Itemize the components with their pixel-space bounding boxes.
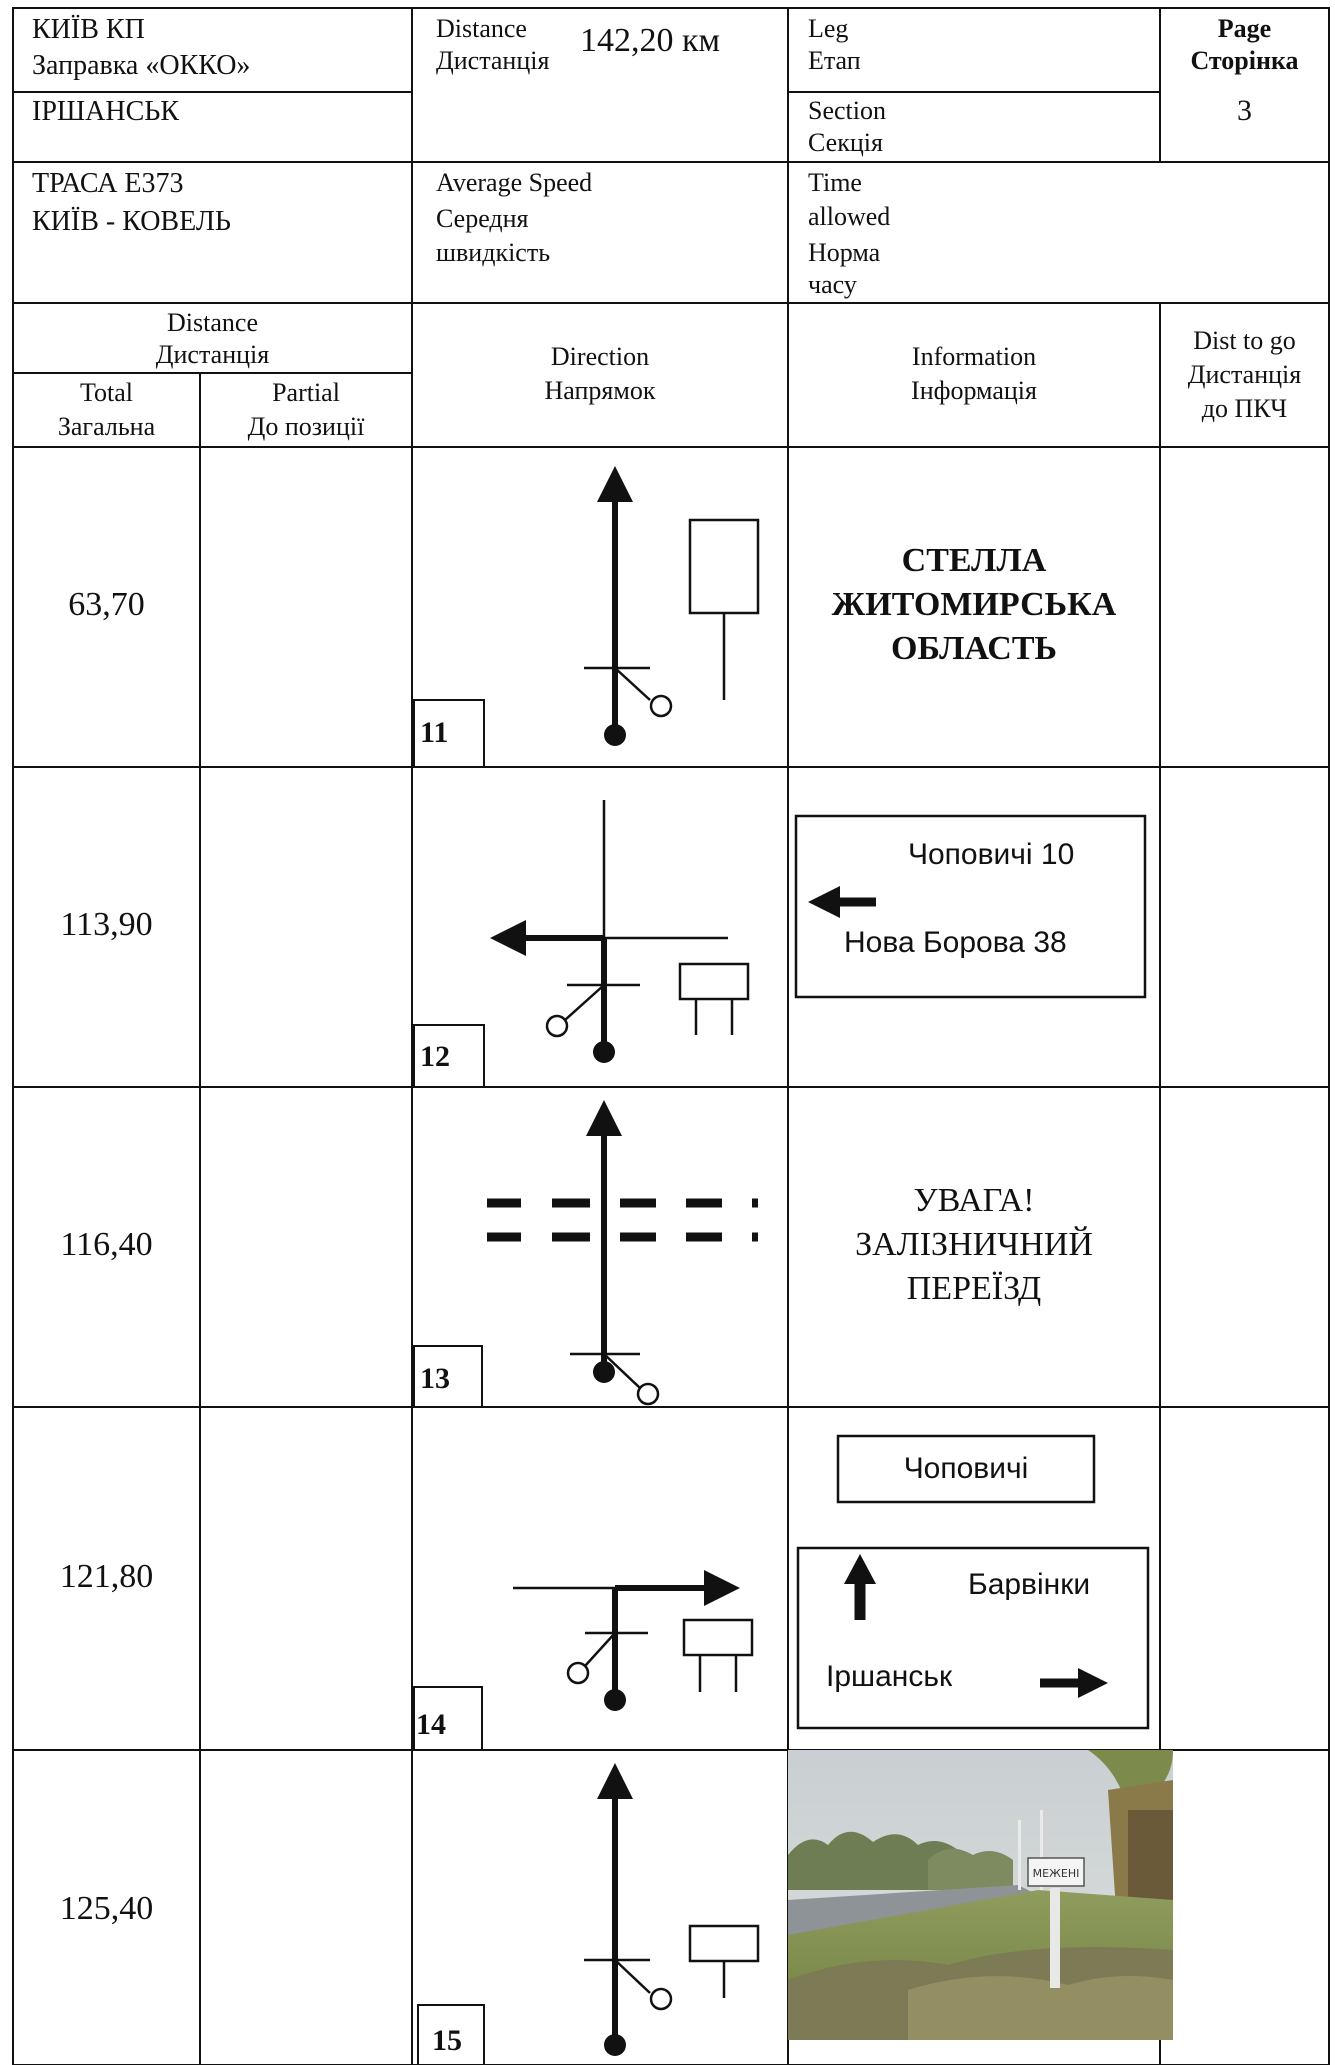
info-line: ПЕРЕЇЗД bbox=[906, 1270, 1042, 1307]
town-sign-text: МЕЖЕНІ bbox=[1033, 1867, 1080, 1880]
col-information-en: Information bbox=[911, 342, 1037, 371]
page-frame bbox=[12, 7, 1330, 2065]
row-total-distance: 121,80 bbox=[59, 1558, 154, 1595]
col-distance-ua: Дистанція bbox=[155, 340, 270, 369]
road-sign-icon bbox=[688, 1924, 760, 1963]
distance-label-ua: Дистанція bbox=[436, 46, 550, 75]
col-information-ua: Інформація bbox=[911, 376, 1037, 405]
section-label-ua: Секція bbox=[808, 128, 883, 157]
row-number: 14 bbox=[416, 1708, 446, 1741]
avg-speed-label-ua2: швидкість bbox=[436, 238, 551, 267]
arrow-left-icon bbox=[808, 886, 876, 918]
sign-destination: Іршанськ bbox=[826, 1660, 953, 1693]
tulip-diagram-12 bbox=[490, 800, 750, 1063]
page-label-en: Page bbox=[1217, 14, 1272, 43]
sign-destination: Нова Борова 38 bbox=[844, 926, 1067, 959]
row-total-distance: 113,90 bbox=[60, 906, 153, 943]
row-total-distance: 116,40 bbox=[60, 1226, 153, 1263]
direction-sign-box bbox=[836, 1434, 1096, 1504]
col-direction-en: Direction bbox=[550, 342, 650, 371]
col-partial-en: Partial bbox=[272, 378, 340, 407]
sign-destination: Чоповичі 10 bbox=[908, 838, 1075, 871]
row-number: 12 bbox=[420, 1040, 450, 1073]
info-line: ЖИТОМИРСЬКА bbox=[831, 586, 1117, 623]
tulip-diagram-13 bbox=[487, 1100, 758, 1406]
road-sign-icon bbox=[682, 1618, 754, 1657]
start-station: Заправка «ОККО» bbox=[32, 50, 251, 81]
col-direction-ua: Напрямок bbox=[544, 376, 656, 405]
avg-speed-label-ua1: Середня bbox=[436, 204, 529, 233]
info-line: УВАГА! bbox=[913, 1182, 1035, 1219]
roadside-photo: МЕЖЕНІ bbox=[788, 1750, 1173, 2040]
road-sign-icon bbox=[678, 962, 750, 1001]
col-dist-to-go-en: Dist to go bbox=[1193, 326, 1296, 355]
sign-destination: Барвінки bbox=[968, 1568, 1091, 1601]
avg-speed-label: Average Speed bbox=[436, 168, 593, 197]
arrow-up-icon bbox=[844, 1554, 876, 1620]
time-allowed-label-2: allowed bbox=[808, 202, 891, 231]
finish-location: ІРШАНСЬК bbox=[32, 96, 180, 127]
tulip-diagram-14 bbox=[513, 1570, 754, 1711]
info-line: ЗАЛІЗНИЧНИЙ bbox=[855, 1226, 1093, 1263]
col-dist-to-go-ua2: до ПКЧ bbox=[1201, 394, 1288, 423]
page-label-ua: Сторінка bbox=[1190, 46, 1299, 75]
col-partial-ua: До позиції bbox=[247, 412, 365, 441]
direction-sign-box bbox=[796, 1546, 1150, 1730]
row-total-distance: 63,70 bbox=[68, 586, 145, 623]
tulip-diagram-15 bbox=[584, 1763, 760, 2056]
row-number-box bbox=[413, 1686, 483, 1751]
row-number-box bbox=[417, 2004, 485, 2065]
distance-label-en: Distance bbox=[436, 14, 527, 43]
leg-label-en: Leg bbox=[808, 14, 849, 43]
col-dist-to-go-ua1: Дистанція bbox=[1187, 360, 1302, 389]
sign-destination: Чоповичі bbox=[903, 1452, 1029, 1485]
total-distance-value: 142,20 км bbox=[580, 22, 721, 59]
info-line: СТЕЛЛА bbox=[901, 542, 1047, 579]
time-allowed-label: Time bbox=[808, 168, 862, 197]
leg-label-ua: Етап bbox=[808, 46, 861, 75]
tulip-diagram-11 bbox=[584, 466, 760, 746]
railway-crossing-icon bbox=[487, 1198, 758, 1242]
col-total-en: Total bbox=[79, 378, 134, 407]
time-allowed-label-ua2: часу bbox=[808, 270, 857, 299]
section-label-en: Section bbox=[808, 96, 886, 125]
time-allowed-label-ua1: Норма bbox=[808, 238, 881, 267]
row-number: 13 bbox=[420, 1362, 450, 1395]
row-number-box bbox=[413, 699, 485, 768]
page-number: 3 bbox=[1237, 94, 1252, 127]
direction-sign-box bbox=[794, 814, 1147, 999]
route-cities: КИЇВ - КОВЕЛЬ bbox=[32, 206, 231, 237]
col-distance-en: Distance bbox=[167, 308, 258, 337]
row-total-distance: 125,40 bbox=[59, 1890, 154, 1927]
row-number: 15 bbox=[432, 2024, 462, 2057]
arrow-right-icon bbox=[1040, 1668, 1108, 1698]
start-location: КИЇВ КП bbox=[32, 14, 145, 45]
row-number: 11 bbox=[420, 716, 449, 749]
info-line: ОБЛАСТЬ bbox=[891, 630, 1057, 667]
road-sign-icon bbox=[688, 518, 760, 615]
route-name: ТРАСА Е373 bbox=[32, 168, 184, 199]
row-number-box bbox=[413, 1345, 483, 1408]
row-number-box bbox=[413, 1024, 485, 1088]
col-total-ua: Загальна bbox=[57, 412, 156, 441]
